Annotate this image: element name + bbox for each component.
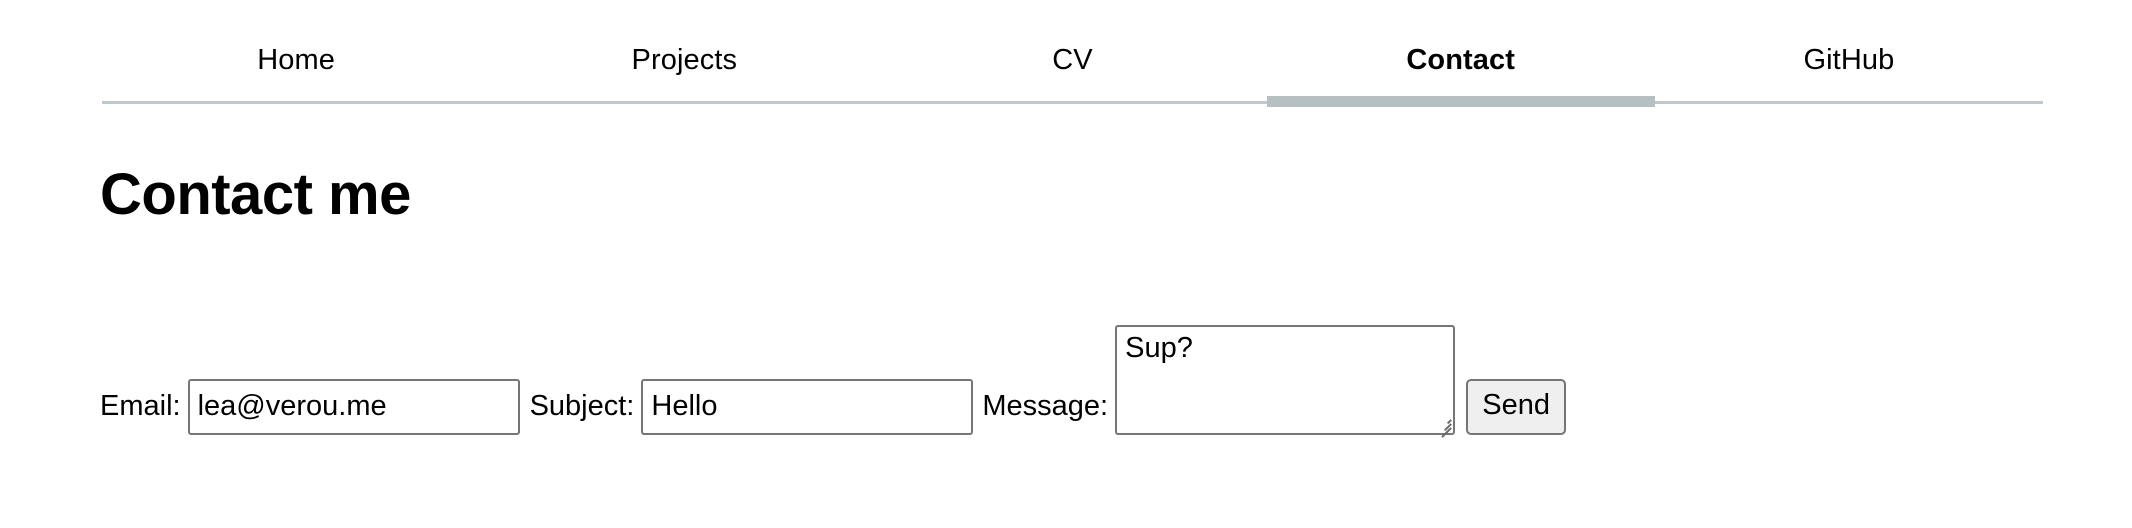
- main-navigation: Home Projects CV Contact GitHub: [102, 28, 2043, 107]
- message-label: Message:: [982, 390, 1109, 422]
- contact-form: Email: Subject: Message: Send: [100, 290, 1600, 437]
- nav-item-home[interactable]: Home: [102, 28, 490, 104]
- page-title: Contact me: [100, 162, 411, 227]
- subject-label: Subject:: [529, 390, 635, 422]
- send-button[interactable]: Send: [1466, 379, 1567, 435]
- nav-item-cv[interactable]: CV: [878, 28, 1266, 104]
- nav-item-label: Projects: [631, 44, 738, 76]
- message-field-wrapper: [1115, 325, 1456, 437]
- email-input[interactable]: [187, 379, 520, 435]
- nav-item-label: Home: [257, 44, 335, 76]
- nav-item-label: CV: [1052, 44, 1093, 76]
- email-label: Email:: [100, 390, 181, 422]
- subject-input[interactable]: [641, 379, 974, 435]
- nav-item-label: Contact: [1406, 44, 1516, 76]
- message-textarea[interactable]: [1115, 325, 1456, 435]
- nav-item-github[interactable]: GitHub: [1655, 28, 2043, 104]
- nav-item-contact[interactable]: Contact: [1266, 28, 1656, 107]
- nav-item-projects[interactable]: Projects: [490, 28, 878, 104]
- nav-item-label: GitHub: [1803, 44, 1895, 76]
